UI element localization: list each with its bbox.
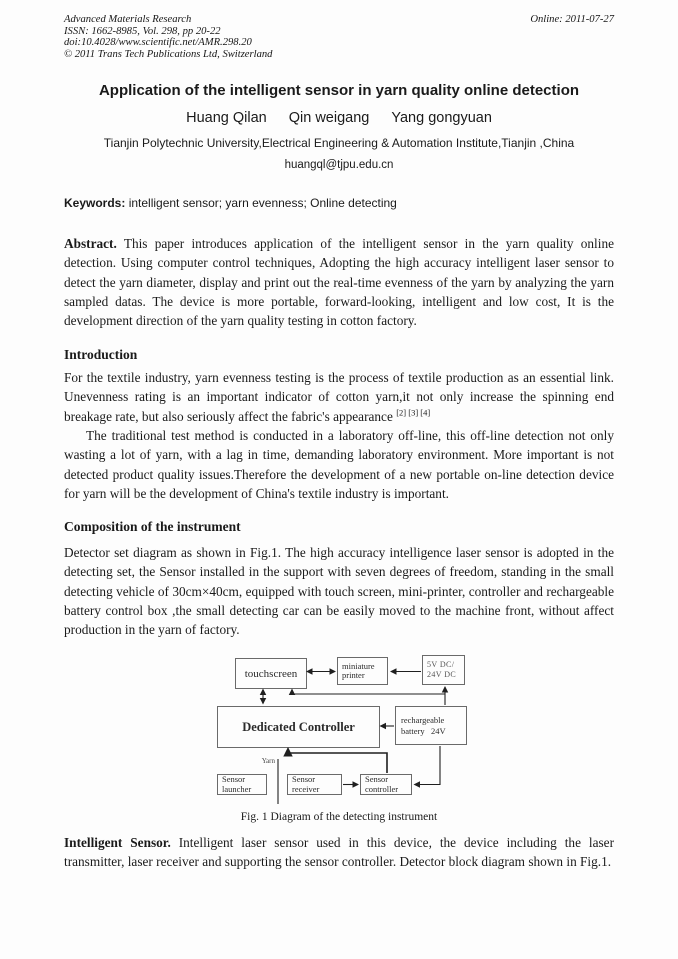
authors-line: Huang Qilan Qin weigang Yang gongyuan <box>0 110 678 126</box>
diagram-box-rechargeable-battery: rechargeable battery 24V <box>395 706 467 745</box>
abstract-text: This paper introduces application of the… <box>64 236 614 329</box>
arrow-power-branch-to-touchscreen <box>288 688 445 696</box>
figure-1-caption: Fig. 1 Diagram of the detecting instrume… <box>240 811 438 823</box>
paper-title: Application of the intelligent sensor in… <box>98 82 580 99</box>
section-heading-composition: Composition of the instrument <box>64 519 241 534</box>
diagram-yarn-label: Yarn <box>261 757 275 765</box>
journal-name: Advanced Materials Research <box>64 14 192 25</box>
diagram-box-sensor-receiver: Sensor receiver <box>287 774 342 795</box>
introduction-paragraph-1: For the textile industry, yarn evenness … <box>64 368 614 426</box>
diagram-box-sensor-launcher: Sensor launcher <box>217 774 267 795</box>
intelligent-sensor-paragraph: Intelligent Sensor. Intelligent laser se… <box>64 833 614 872</box>
affiliation: Tianjin Polytechnic University,Electrica… <box>103 136 575 150</box>
keywords-line: Keywords: intelligent sensor; yarn evenn… <box>64 196 614 210</box>
diagram-box-sensor-controller: Sensor controller <box>360 774 412 795</box>
author-1: Huang Qilan <box>186 110 267 126</box>
diagram-box-miniature-printer: miniature printer <box>337 657 388 685</box>
journal-header: Advanced Materials Research ISSN: 1662-8… <box>64 14 272 60</box>
section-heading-introduction: Introduction <box>64 347 138 362</box>
arrow-battery-to-sensor-controller <box>413 746 441 788</box>
diagram-box-power-supply: 5V DC/ 24V DC <box>422 655 465 685</box>
author-3: Yang gongyuan <box>391 110 492 126</box>
online-date: Online: 2011-07-27 <box>530 14 614 25</box>
abstract-label: Abstract. <box>64 236 117 251</box>
diagram-box-touchscreen: touchscreen <box>235 658 307 689</box>
intelligent-sensor-label: Intelligent Sensor. <box>64 835 171 850</box>
introduction-paragraph-2: The traditional test method is conducted… <box>64 428 614 501</box>
intelligent-sensor-text: Intelligent laser sensor used in this de… <box>64 835 614 870</box>
author-2: Qin weigang <box>288 110 370 126</box>
doi-line: doi:10.4028/www.scientific.net/AMR.298.2… <box>64 37 252 49</box>
issn-line: ISSN: 1662-8985, Vol. 298, pp 20-22 <box>64 25 221 37</box>
composition-paragraph: Detector set diagram as shown in Fig.1. … <box>64 545 614 638</box>
arrow-sensor-controller-to-controller <box>283 747 388 773</box>
figure-1-diagram: touchscreen miniature printer 5V DC/ 24V… <box>210 652 480 812</box>
abstract-paragraph: Abstract. This paper introduces applicat… <box>64 234 614 330</box>
keywords-text: intelligent sensor; yarn evenness; Onlin… <box>125 196 397 210</box>
introduction-paragraph-1-text: For the textile industry, yarn evenness … <box>64 370 614 424</box>
diagram-box-dedicated-controller: Dedicated Controller <box>217 706 380 748</box>
reference-marks: [2] [3] [4] <box>396 407 431 418</box>
keywords-label: Keywords: <box>64 196 126 210</box>
email-address: huangql@tjpu.edu.cn <box>284 159 394 171</box>
copyright-line: © 2011 Trans Tech Publications Ltd, Swit… <box>64 48 273 60</box>
